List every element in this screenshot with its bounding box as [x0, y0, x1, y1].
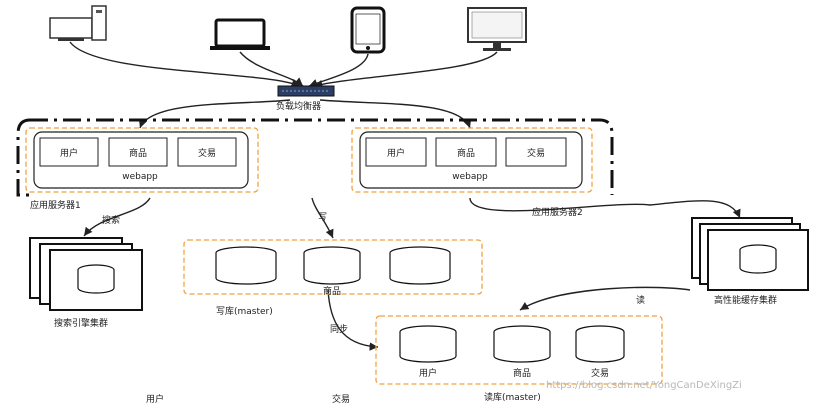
- read-edge-label: 读: [636, 296, 646, 306]
- load-balancer-switch-icon: [277, 85, 335, 97]
- read-db-trade-label: 交易: [590, 369, 609, 379]
- module-user-1: 用户: [59, 149, 78, 159]
- module-trade-2: 交易: [526, 149, 545, 159]
- bottom-user-label: 用户: [146, 395, 165, 405]
- client-connections: [69, 41, 498, 89]
- cache-cluster-servers: [691, 217, 809, 291]
- module-trade-1: 交易: [197, 149, 216, 159]
- app-server-1: [25, 127, 259, 193]
- app-server-2-label: 应用服务器2: [532, 208, 583, 218]
- smartphone-icon: [350, 6, 386, 54]
- read-db-product-label: 商品: [512, 369, 531, 379]
- write-db-label: 写库(master): [216, 307, 273, 317]
- write-db-group: [183, 239, 483, 295]
- search-edge-label: 搜索: [102, 216, 121, 226]
- read-db-user-label: 用户: [418, 369, 437, 379]
- module-user-2: 用户: [386, 149, 405, 159]
- laptop-icon: [210, 18, 270, 50]
- monitor-icon: [467, 7, 527, 51]
- search-cluster-servers: [29, 237, 143, 311]
- sync-edge-label: 同步: [330, 325, 349, 335]
- read-db-label: 读库(master): [484, 393, 541, 403]
- module-product-1: 商品: [128, 149, 147, 159]
- webapp-label-1: webapp: [122, 172, 158, 182]
- desktop-pc-icon: [49, 5, 107, 41]
- app-edges: [83, 197, 741, 351]
- cache-cluster-label: 高性能缓存集群: [714, 296, 778, 306]
- watermark-text: https://blog.csdn.net/YongCanDeXingZi: [546, 380, 742, 391]
- bottom-trade-label: 交易: [332, 395, 351, 405]
- search-cluster-label: 搜索引擎集群: [54, 319, 109, 329]
- webapp-label-2: webapp: [452, 172, 488, 182]
- app-server-1-label: 应用服务器1: [30, 201, 81, 211]
- app-cluster-border: [16, 118, 614, 197]
- load-balancer-label: 负载均衡器: [276, 102, 322, 112]
- write-db-cylinders: [215, 246, 451, 285]
- write-db-product-label: 商品: [322, 287, 341, 297]
- read-db-cylinders: [399, 325, 625, 363]
- module-product-2: 商品: [456, 149, 475, 159]
- write-edge-label: 写: [318, 213, 328, 223]
- app-server-2: [351, 127, 593, 193]
- read-db-group: [375, 315, 663, 385]
